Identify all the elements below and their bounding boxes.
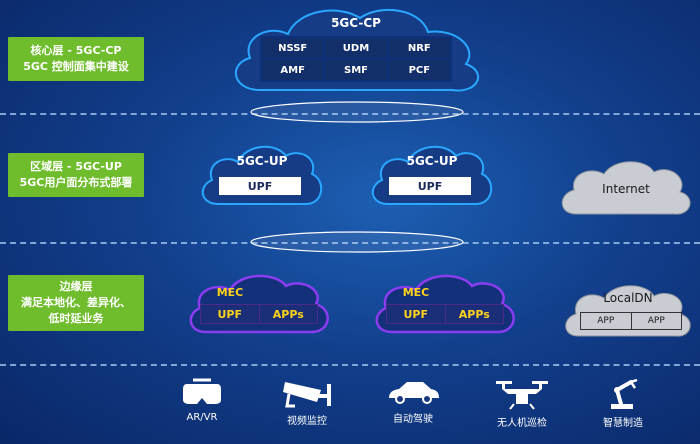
regional-cloud-2: 5GC-UP UPF [366,140,498,210]
regional-upf-1: UPF [218,176,302,196]
divider-edge-usecases [0,364,700,366]
layer-label-regional-line2: 5GC用户面分布式部署 [19,176,133,189]
vr-headset-icon [183,378,221,404]
mec-cloud-1-title: MEC [216,286,244,299]
internet-cloud: Internet [556,156,696,220]
surveillance-camera-icon [283,382,331,408]
robot-arm-icon [611,378,638,409]
regional-cloud-1-title: 5GC-UP [236,154,288,168]
core-cloud: 5GC-CP NSSF UDM NRF AMF SMF PCF [220,2,492,100]
internet-label: Internet [602,182,650,196]
nf-smf: SMF [325,60,387,80]
regional-cloud-2-shape [372,145,492,205]
mec-cloud-2: MEC UPF APPs [370,270,524,338]
nf-udm: UDM [325,38,387,58]
internet-cloud-shape [561,161,691,215]
usecase-autonomous-label: 自动驾驶 [393,414,433,425]
layer-label-core: 核心层 - 5GC-CP 5GC 控制面集中建设 [8,37,144,81]
core-cloud-title: 5GC-CP [331,16,381,30]
regional-cloud-1-shape [202,145,322,205]
layer-label-edge-line2: 满足本地化、差异化、 [21,296,131,309]
layer-label-edge-line1: 边缘层 [59,280,93,293]
mec-1-upf: UPF [201,305,260,323]
car-icon [389,382,439,404]
layer-label-core-line1: 核心层 - 5GC-CP [30,44,122,57]
mec-2-apps: APPs [445,305,503,323]
layer-label-edge-line3: 低时延业务 [48,312,104,325]
usecase-drone: 无人机巡检 [482,378,562,429]
localdn-cloud: LocalDN APP APP [560,280,696,342]
usecase-manufacturing: 智慧制造 [588,378,658,429]
usecase-arvr: AR/VR [172,378,232,423]
transport-ellipse-upper [250,101,464,123]
localdn-app-1: APP [581,313,632,329]
core-function-grid: NSSF UDM NRF AMF SMF PCF [260,36,452,82]
regional-cloud-2-title: 5GC-UP [406,154,458,168]
usecase-drone-label: 无人机巡检 [497,418,547,429]
divider-core-regional [0,113,700,115]
nf-amf: AMF [262,60,324,80]
mec-cloud-2-title: MEC [402,286,430,299]
usecase-arvr-label: AR/VR [186,412,218,423]
usecase-surveillance-label: 视频监控 [287,416,327,427]
drone-icon [496,381,548,410]
mec-1-apps: APPs [259,305,317,323]
mec-1-cells: UPF APPs [200,304,318,324]
mec-2-upf: UPF [387,305,446,323]
localdn-title: LocalDN [603,291,653,305]
regional-upf-2: UPF [388,176,472,196]
nf-nssf: NSSF [262,38,324,58]
usecase-surveillance: 视频监控 [272,378,342,427]
nf-nrf: NRF [388,38,450,58]
localdn-cloud-shape [565,285,691,337]
mec-2-cells: UPF APPs [386,304,504,324]
divider-regional-edge [0,242,700,244]
localdn-apps: APP APP [580,312,682,330]
layer-label-core-line2: 5GC 控制面集中建设 [23,60,129,73]
nf-pcf: PCF [388,60,450,80]
layer-label-edge: 边缘层 满足本地化、差异化、 低时延业务 [8,275,144,331]
localdn-app-2: APP [631,313,681,329]
usecase-manufacturing-label: 智慧制造 [603,418,643,429]
regional-cloud-1: 5GC-UP UPF [196,140,328,210]
layer-label-regional-line1: 区域层 - 5GC-UP [30,160,122,173]
usecase-autonomous: 自动驾驶 [378,378,448,425]
mec-cloud-1: MEC UPF APPs [184,270,338,338]
layer-label-regional: 区域层 - 5GC-UP 5GC用户面分布式部署 [8,153,144,197]
